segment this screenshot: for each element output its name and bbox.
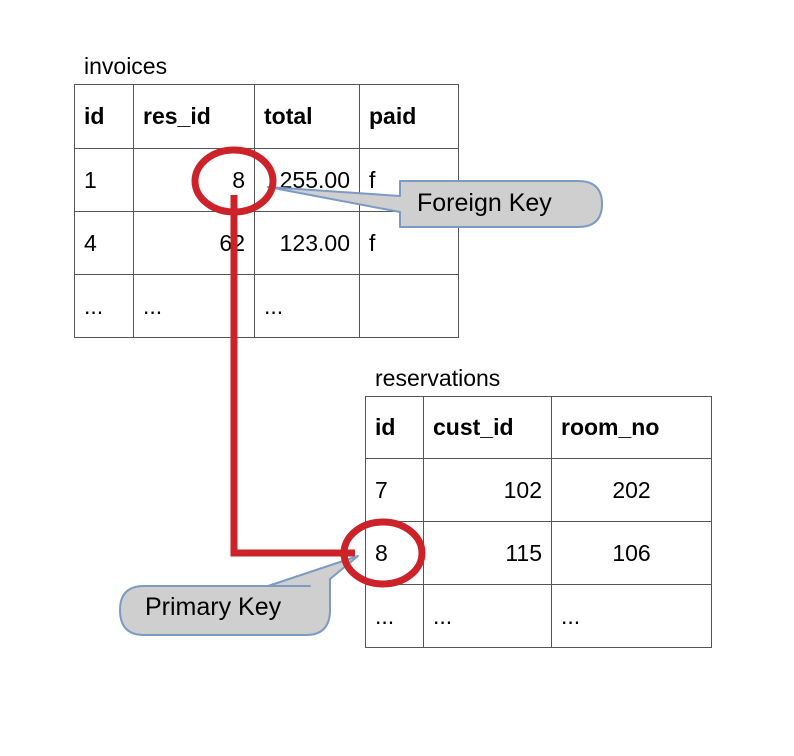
table-row: ... ... ... (74, 274, 459, 338)
cell-paid (359, 274, 459, 338)
column-header-cust-id: cust_id (423, 396, 552, 459)
table-header-row: id res_id total paid (74, 84, 459, 149)
column-header-id: id (74, 84, 134, 149)
cell-res-id: 62 (133, 211, 255, 275)
cell-total: 255.00 (254, 148, 360, 212)
cell-cust-id: ... (423, 584, 552, 648)
column-header-id: id (365, 396, 424, 459)
table-row: ... ... ... (365, 584, 712, 648)
table-row: 8 115 106 (365, 521, 712, 585)
column-header-room-no: room_no (551, 396, 712, 459)
reservations-table: id cust_id room_no 7 102 202 8 115 106 .… (365, 396, 712, 648)
table-row: 4 62 123.00 f (74, 211, 459, 275)
cell-id: 7 (365, 458, 424, 522)
cell-room-no: 106 (551, 521, 712, 585)
invoices-table: id res_id total paid 1 8 255.00 f 4 62 1… (74, 84, 459, 338)
reservations-table-title: reservations (375, 365, 501, 391)
cell-total: 123.00 (254, 211, 360, 275)
cell-res-id: ... (133, 274, 255, 338)
cell-id: ... (365, 584, 424, 648)
cell-room-no: 202 (551, 458, 712, 522)
cell-res-id: 8 (133, 148, 255, 212)
table-header-row: id cust_id room_no (365, 396, 712, 459)
table-row: 7 102 202 (365, 458, 712, 522)
cell-id: 1 (74, 148, 134, 212)
cell-room-no: ... (551, 584, 712, 648)
cell-cust-id: 102 (423, 458, 552, 522)
cell-cust-id: 115 (423, 521, 552, 585)
foreign-key-callout-label: Foreign Key (417, 189, 552, 217)
column-header-res-id: res_id (133, 84, 255, 149)
column-header-total: total (254, 84, 360, 149)
cell-id: 8 (365, 521, 424, 585)
cell-id: ... (74, 274, 134, 338)
cell-paid: f (359, 211, 459, 275)
primary-key-callout-label: Primary Key (145, 593, 282, 621)
invoices-table-title: invoices (84, 53, 168, 79)
cell-total: ... (254, 274, 360, 338)
cell-id: 4 (74, 211, 134, 275)
column-header-paid: paid (359, 84, 459, 149)
table-row: 1 8 255.00 f (74, 148, 459, 212)
